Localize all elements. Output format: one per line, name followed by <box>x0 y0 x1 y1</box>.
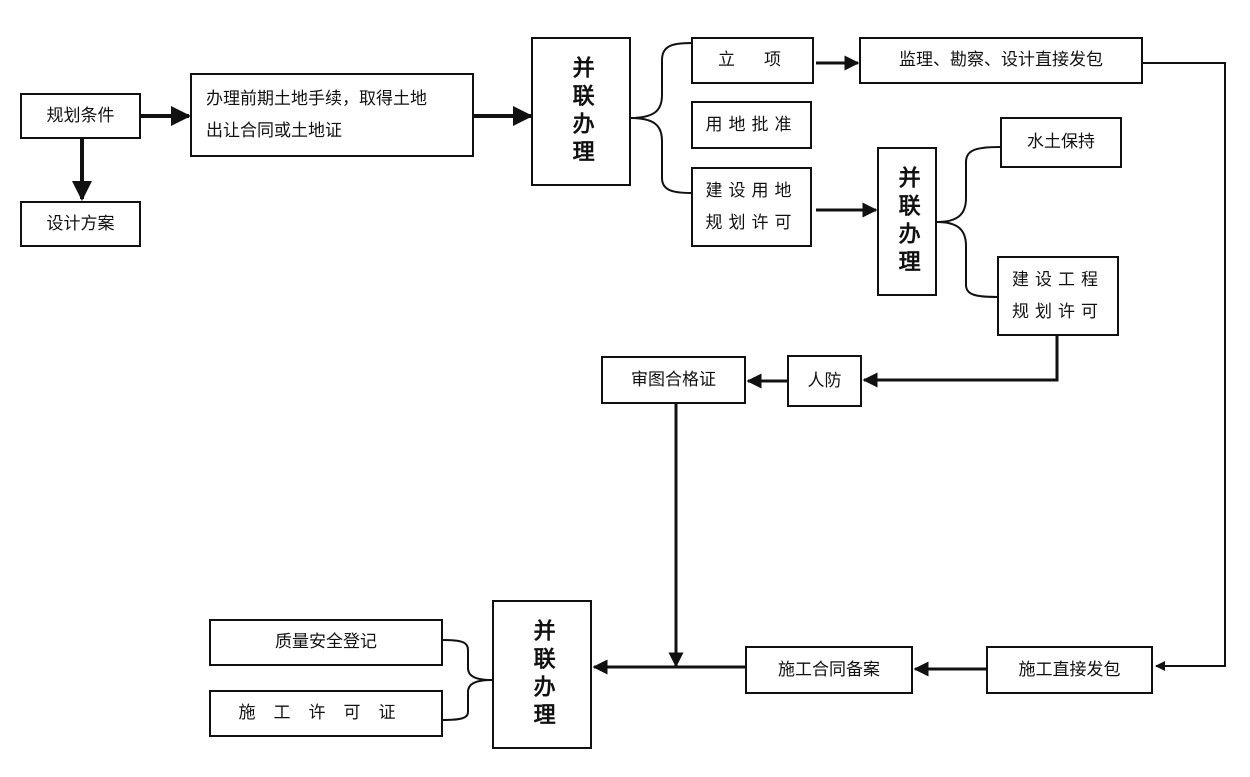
node-label: 施工合同备案 <box>778 659 880 680</box>
node-construction-direct-contracting: 施工直接发包 <box>986 646 1153 694</box>
node-direct-contracting: 监理、勘察、设计直接发包 <box>859 37 1143 84</box>
node-label: 立 项 <box>718 50 787 71</box>
node-label: 规划条件 <box>46 105 115 126</box>
node-label: 水土保持 <box>1027 132 1095 153</box>
node-label: 建设用地 规划许可 <box>705 180 798 233</box>
node-project-approval: 立 项 <box>691 37 814 84</box>
node-soil-water-conservation: 水土保持 <box>1000 117 1122 168</box>
node-label: 监理、勘察、设计直接发包 <box>899 50 1103 71</box>
node-civil-defense: 人防 <box>787 355 862 407</box>
brace-parallel3 <box>441 639 493 721</box>
node-label: 人防 <box>807 370 842 391</box>
brace-parallel2 <box>936 146 1001 298</box>
node-label: 质量安全登记 <box>275 632 377 653</box>
node-land-use-approval: 用地批准 <box>691 101 812 149</box>
node-construction-permit: 施工许可证 <box>209 690 443 737</box>
node-label: 办理前期土地手续，取得土地 出让合同或土地证 <box>206 88 427 141</box>
node-land-procedures: 办理前期土地手续，取得土地 出让合同或土地证 <box>190 73 474 157</box>
node-parallel-1: 并联办理 <box>531 37 631 186</box>
node-label: 施工许可证 <box>238 703 414 724</box>
node-land-use-planning-permit: 建设用地 规划许可 <box>691 167 812 247</box>
node-engineering-planning-permit: 建设工程 规划许可 <box>997 256 1119 336</box>
node-quality-safety-registration: 质量安全登记 <box>209 619 443 666</box>
connector-contracting-to-construction <box>1142 62 1226 671</box>
node-drawing-review-cert: 审图合格证 <box>601 356 746 404</box>
node-label: 施工直接发包 <box>1018 659 1121 680</box>
node-label: 用地批准 <box>705 114 798 135</box>
node-parallel-2: 并联办理 <box>877 147 937 296</box>
node-label: 建设工程 规划许可 <box>1012 269 1104 322</box>
connector-engplan-to-civil-defense <box>862 336 1059 388</box>
node-parallel-3: 并联办理 <box>492 600 592 749</box>
node-planning-conditions: 规划条件 <box>20 93 141 139</box>
node-label: 并联办理 <box>568 55 594 168</box>
node-label: 并联办理 <box>529 618 555 731</box>
brace-parallel1 <box>629 42 692 194</box>
node-construction-contract-filing: 施工合同备案 <box>745 646 913 694</box>
node-label: 并联办理 <box>894 165 920 278</box>
node-design-scheme: 设计方案 <box>20 201 141 247</box>
node-label: 设计方案 <box>46 213 115 234</box>
node-label: 审图合格证 <box>631 369 716 390</box>
